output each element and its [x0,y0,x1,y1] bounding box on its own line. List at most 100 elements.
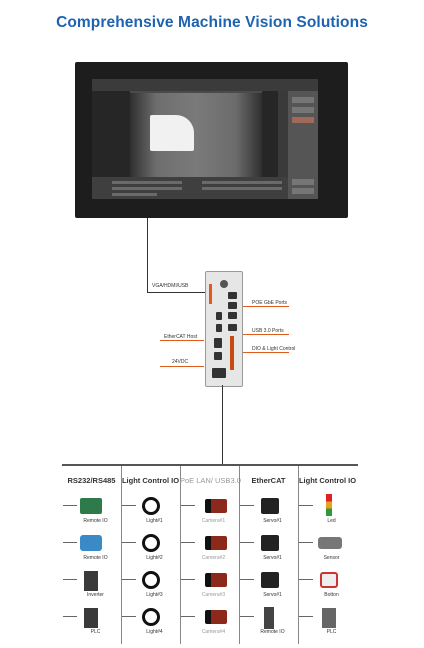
hmi-tool-column [278,91,288,177]
lan-port [228,312,237,319]
column-header: PoE LAN/ USB3.0 [180,476,241,485]
table-top-rule [62,464,358,466]
power-connector [212,368,226,378]
device-connector [240,579,254,580]
hmi-panel-button [292,179,314,185]
device-label: Camera#2 [201,555,226,561]
device-connector [63,505,77,506]
usb-port [216,312,222,320]
device-icon [320,572,338,588]
display-port [214,338,222,348]
device-icon [261,572,279,588]
poe-arrow [243,306,289,307]
device-label: PLC [90,629,101,635]
device-connector [181,542,195,543]
hmi-screen [92,79,318,199]
device-connector [122,616,136,617]
hmi-panel-button [292,117,314,123]
poe-label: POE GbE Ports [252,300,288,306]
hmi-parameter-area [92,177,288,199]
device-icon [261,498,279,514]
device-connector [240,616,254,617]
column-divider [298,466,299,644]
usb-label: USB 3.0 Ports [252,328,284,334]
column-header: Light Control IO [298,476,357,485]
page-title: Comprehensive Machine Vision Solutions [56,14,368,31]
device-connector [299,542,313,543]
device-label: Remote IO [83,555,108,561]
device-label: Sensor [323,555,340,561]
device-icon [205,610,227,624]
hmi-panel-button [292,107,314,113]
dio-connector [230,336,234,370]
ethercat-arrow [160,340,204,341]
inspected-part [150,115,194,151]
device-connector [63,542,77,543]
ethercat-label: EtherCAT Host [164,334,198,340]
device-label: Servo#1 [263,555,282,561]
device-icon [326,494,332,516]
hmi-toolbar [92,79,318,91]
vga-label: VGA/HDMI/USB [152,283,189,289]
display-cable [147,218,148,293]
device-label: Light#3 [146,592,163,598]
device-label: Light#2 [146,555,163,561]
device-connector [122,505,136,506]
ipc-accent-strip [209,284,212,304]
hmi-panel-button [292,97,314,103]
column-header: RS232/RS485 [67,476,116,485]
device-label: Botton [324,592,339,598]
dio-label: DIO & Light Control [252,346,296,352]
device-label: Led [327,518,336,524]
power-arrow [160,366,204,367]
power-label: 24VDC [172,359,189,365]
embedded-ipc [205,271,243,387]
device-connector [181,579,195,580]
device-icon [205,536,227,550]
hmi-image-strip [262,91,278,177]
usb-port [216,324,222,332]
device-connector [299,579,313,580]
lan-port [228,292,237,299]
hmi-left-panel [92,91,130,177]
device-icon [318,537,342,549]
device-connector [240,505,254,506]
device-icon [205,499,227,513]
hmi-panel-button [292,188,314,194]
device-connector [63,616,77,617]
device-label: Light#4 [146,629,163,635]
device-connector [240,542,254,543]
device-label: Servo#1 [263,518,282,524]
column-header: Light Control IO [121,476,180,485]
device-icon [80,498,102,514]
lan-port [228,324,237,331]
device-icon [142,497,160,515]
usb-port [214,352,222,360]
device-connector [181,616,195,617]
device-connector [63,579,77,580]
hmi-slider [202,187,282,190]
device-label: Servo#1 [263,592,282,598]
hmi-slider [112,187,182,190]
device-connector [299,616,313,617]
device-icon [205,573,227,587]
column-divider [239,466,240,644]
device-icon [142,608,160,626]
usb-arrow [243,334,289,335]
hmi-side-panel [288,91,318,199]
device-label: PLC [326,629,337,635]
device-icon [142,571,160,589]
device-icon [264,607,274,629]
device-connector [122,542,136,543]
device-label: Camera#1 [201,518,226,524]
device-icon [142,534,160,552]
column-header: EtherCAT [251,476,286,485]
hmi-slider [112,193,157,196]
column-divider [180,466,181,644]
device-icon [80,535,102,551]
device-icon [84,571,98,591]
device-connector [122,579,136,580]
hmi-slider [112,181,182,184]
power-button-icon [220,280,228,288]
